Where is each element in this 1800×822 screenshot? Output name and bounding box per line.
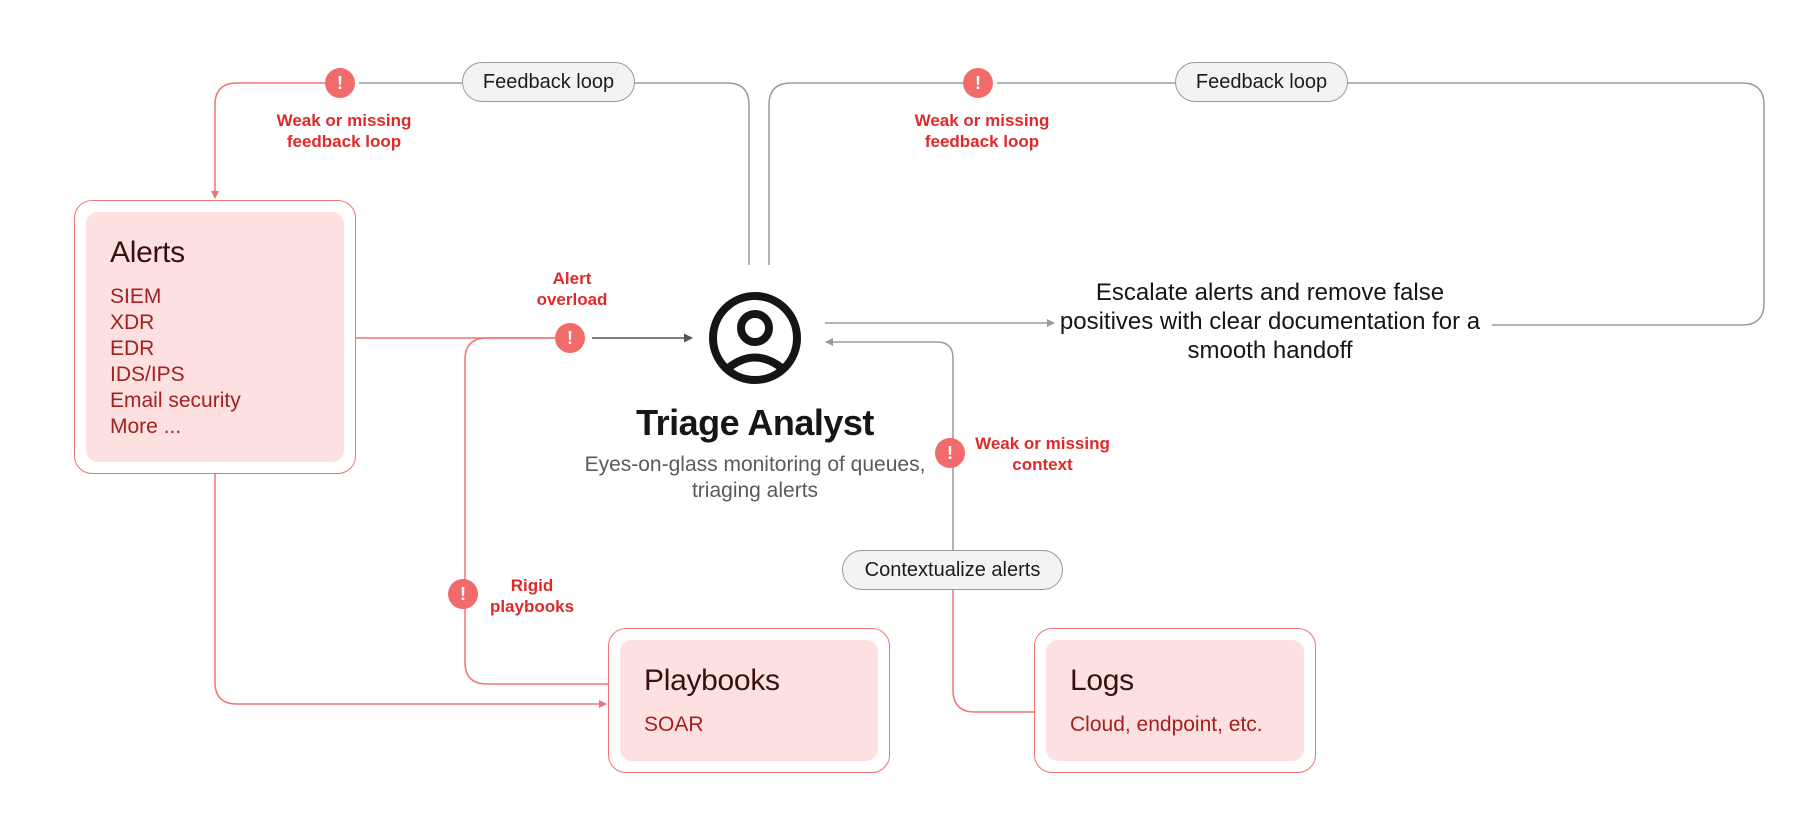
logs-to-analyst-line: [952, 590, 1034, 713]
analyst-subtitle: Eyes-on-glass monitoring of queues, tria…: [584, 453, 926, 502]
logs-box-inner: Logs Cloud, endpoint, etc.: [1046, 640, 1304, 761]
warning-alert-overload-label: Alert overload: [536, 269, 608, 309]
playbooks-box[interactable]: Playbooks SOAR: [608, 628, 890, 773]
warning-icon: !: [325, 68, 355, 98]
logs-title: Logs: [1070, 664, 1134, 697]
list-item: XDR: [110, 311, 155, 334]
feedback-right-gray-line-3: [768, 82, 963, 265]
alerts-box[interactable]: Alerts SIEM XDR EDR IDS/IPS Email securi…: [74, 200, 356, 474]
playbooks-title: Playbooks: [644, 664, 780, 697]
list-item: SOAR: [644, 713, 704, 736]
feedback-left-red-line: [211, 82, 325, 199]
user-circle-icon: [709, 292, 801, 384]
warning-icon: !: [963, 68, 993, 98]
warning-icon: !: [448, 579, 478, 609]
alerts-list: SIEM XDR EDR IDS/IPS Email security More…: [110, 284, 320, 440]
list-item: SIEM: [110, 285, 162, 308]
escalate-text: Escalate alerts and remove false positiv…: [1059, 279, 1481, 364]
feedback-loop-right-pill: Feedback loop: [1175, 62, 1348, 102]
playbooks-box-inner: Playbooks SOAR: [620, 640, 878, 761]
feedback-left-gray-line: [635, 82, 750, 265]
list-item: IDS/IPS: [110, 363, 185, 386]
alerts-title: Alerts: [110, 236, 185, 269]
list-item: Cloud, endpoint, etc.: [1070, 713, 1263, 736]
list-item: Email security: [110, 389, 241, 412]
alerts-to-playbooks-line: [214, 473, 607, 708]
warning-feedback-right-label: Weak or missing feedback loop: [914, 111, 1050, 151]
warning-feedback-left-label: Weak or missing feedback loop: [276, 111, 412, 151]
alerts-box-inner: Alerts SIEM XDR EDR IDS/IPS Email securi…: [86, 212, 344, 462]
analyst-title: Triage Analyst: [636, 402, 874, 443]
warning-rigid-playbooks-label: Rigid playbooks: [489, 576, 575, 616]
playbooks-to-analyst-line: [464, 337, 608, 685]
playbooks-list: SOAR: [644, 712, 854, 738]
feedback-loop-left-pill: Feedback loop: [462, 62, 635, 102]
warning-missing-context-label: Weak or missing context: [975, 434, 1110, 474]
logs-to-analyst-gray-line: [825, 338, 954, 550]
warning-icon: !: [555, 323, 585, 353]
feedback-right-gray-line: [1348, 82, 1765, 326]
list-item: More ...: [110, 415, 182, 438]
list-item: EDR: [110, 337, 155, 360]
logs-box[interactable]: Logs Cloud, endpoint, etc.: [1034, 628, 1316, 773]
logs-list: Cloud, endpoint, etc.: [1070, 712, 1280, 738]
contextualize-alerts-pill: Contextualize alerts: [842, 550, 1063, 590]
warning-icon: !: [935, 438, 965, 468]
